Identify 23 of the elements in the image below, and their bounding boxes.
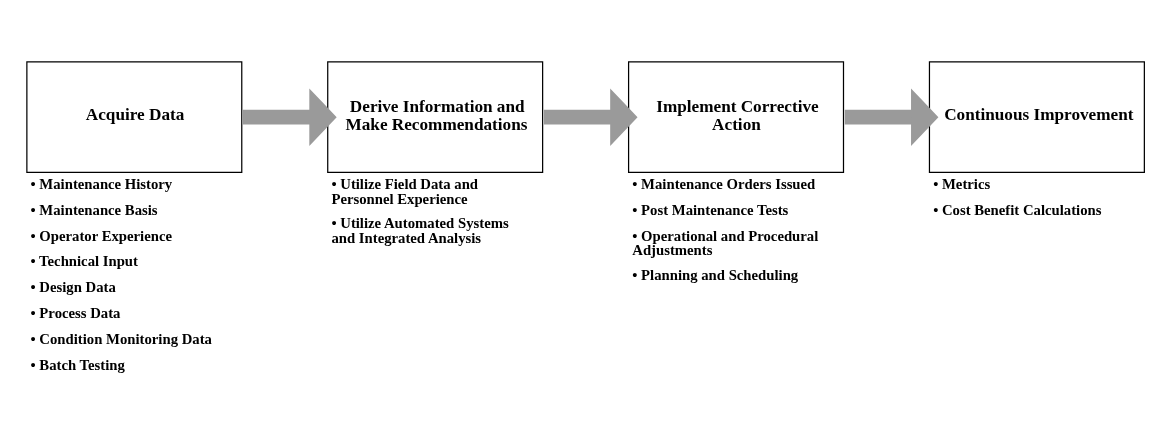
node-label: • Metrics xyxy=(933,175,991,192)
node-box: Derive Information and Make Recommendations xyxy=(327,60,544,173)
node-label: • Batch Testing xyxy=(30,356,125,373)
node-box: Continuous Improvement xyxy=(928,60,1145,173)
node-label: • Process Data xyxy=(30,304,121,321)
node-label: • Post Maintenance Tests xyxy=(632,201,789,218)
node-label: • Operator Experience xyxy=(30,227,172,244)
node-label: • Utilize Field Data and Personnel Experience xyxy=(331,175,479,207)
node-label: • Condition Monitoring Data xyxy=(30,330,212,347)
arrow xyxy=(543,87,638,146)
arrow xyxy=(243,87,337,146)
node-label: • Design Data xyxy=(30,278,116,295)
arrow xyxy=(844,87,939,146)
node-label: • Utilize Automated Systems and Integrated Analysis xyxy=(331,214,509,246)
node-label: • Maintenance Basis xyxy=(30,201,158,218)
node-box: Implement Corrective Action xyxy=(627,60,845,173)
node-label: • Cost Benefit Calculations xyxy=(933,201,1102,218)
node-box: Acquire Data xyxy=(26,60,243,173)
node-label: • Maintenance History xyxy=(30,175,173,192)
node-label: • Technical Input xyxy=(30,252,138,269)
node-label: • Maintenance Orders Issued xyxy=(632,175,816,192)
node-label: • Operational and Procedural Adjustments xyxy=(632,227,819,258)
node-label: • Planning and Scheduling xyxy=(632,266,799,283)
